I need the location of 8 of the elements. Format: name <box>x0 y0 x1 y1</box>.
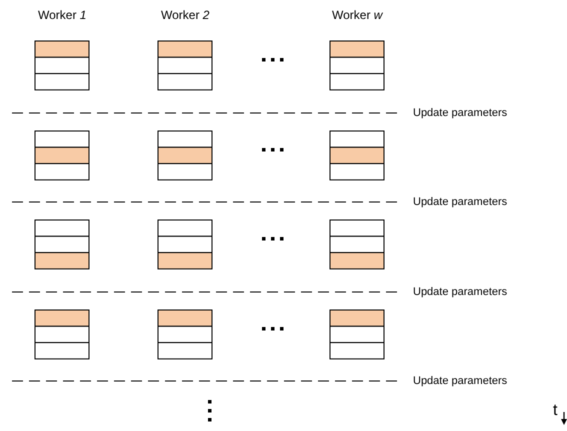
column-header: Worker 1 <box>38 8 86 22</box>
separator-label: Update parameters <box>413 195 508 209</box>
column-header: Worker w <box>332 8 382 22</box>
separator-label: Update parameters <box>413 374 508 388</box>
time-label: t <box>553 402 558 420</box>
separator-label: Update parameters <box>413 285 508 299</box>
column-header: Worker 2 <box>161 8 210 22</box>
separator-label: Update parameters <box>413 106 508 120</box>
